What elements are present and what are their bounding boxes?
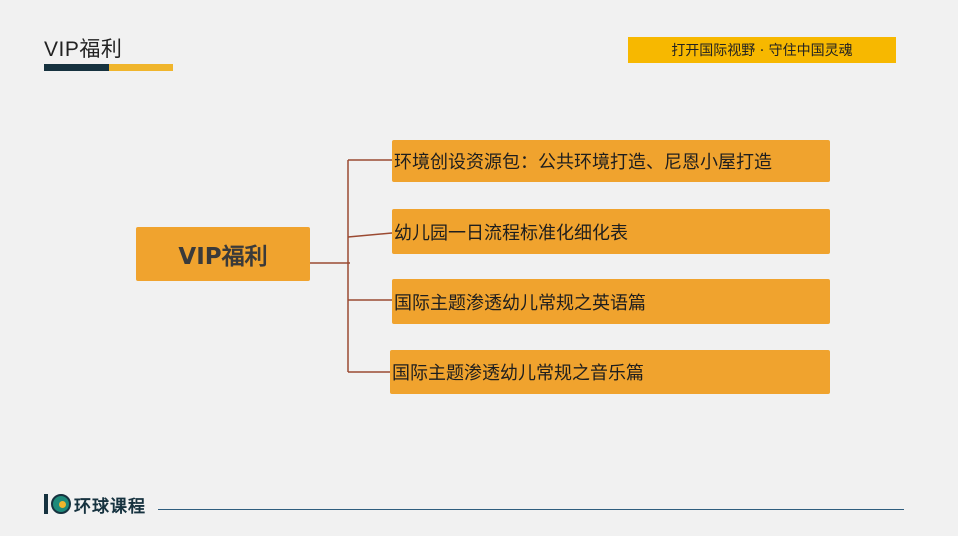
branch-node-english: 国际主题渗透幼儿常规之英语篇 <box>392 279 830 324</box>
branch-node-daily-process: 幼儿园一日流程标准化细化表 <box>392 209 830 254</box>
globe-icon <box>51 494 71 514</box>
branch-node-music: 国际主题渗透幼儿常规之音乐篇 <box>390 350 830 394</box>
branch-connector-2 <box>347 232 393 238</box>
logo-text: 环球课程 <box>74 496 146 517</box>
root-node: VIP福利 <box>136 227 310 281</box>
slogan-banner: 打开国际视野 · 守住中国灵魂 <box>628 37 896 63</box>
footer-divider <box>158 509 904 510</box>
footer-logo: 环球课程 <box>44 492 146 517</box>
title-underline-dark <box>44 64 109 71</box>
title-underline-yellow <box>109 64 173 71</box>
page-title: VIP福利 <box>44 38 123 61</box>
branch-node-environment-pack: 环境创设资源包：公共环境打造、尼恩小屋打造 <box>392 140 830 182</box>
logo-bar-icon <box>44 494 48 514</box>
